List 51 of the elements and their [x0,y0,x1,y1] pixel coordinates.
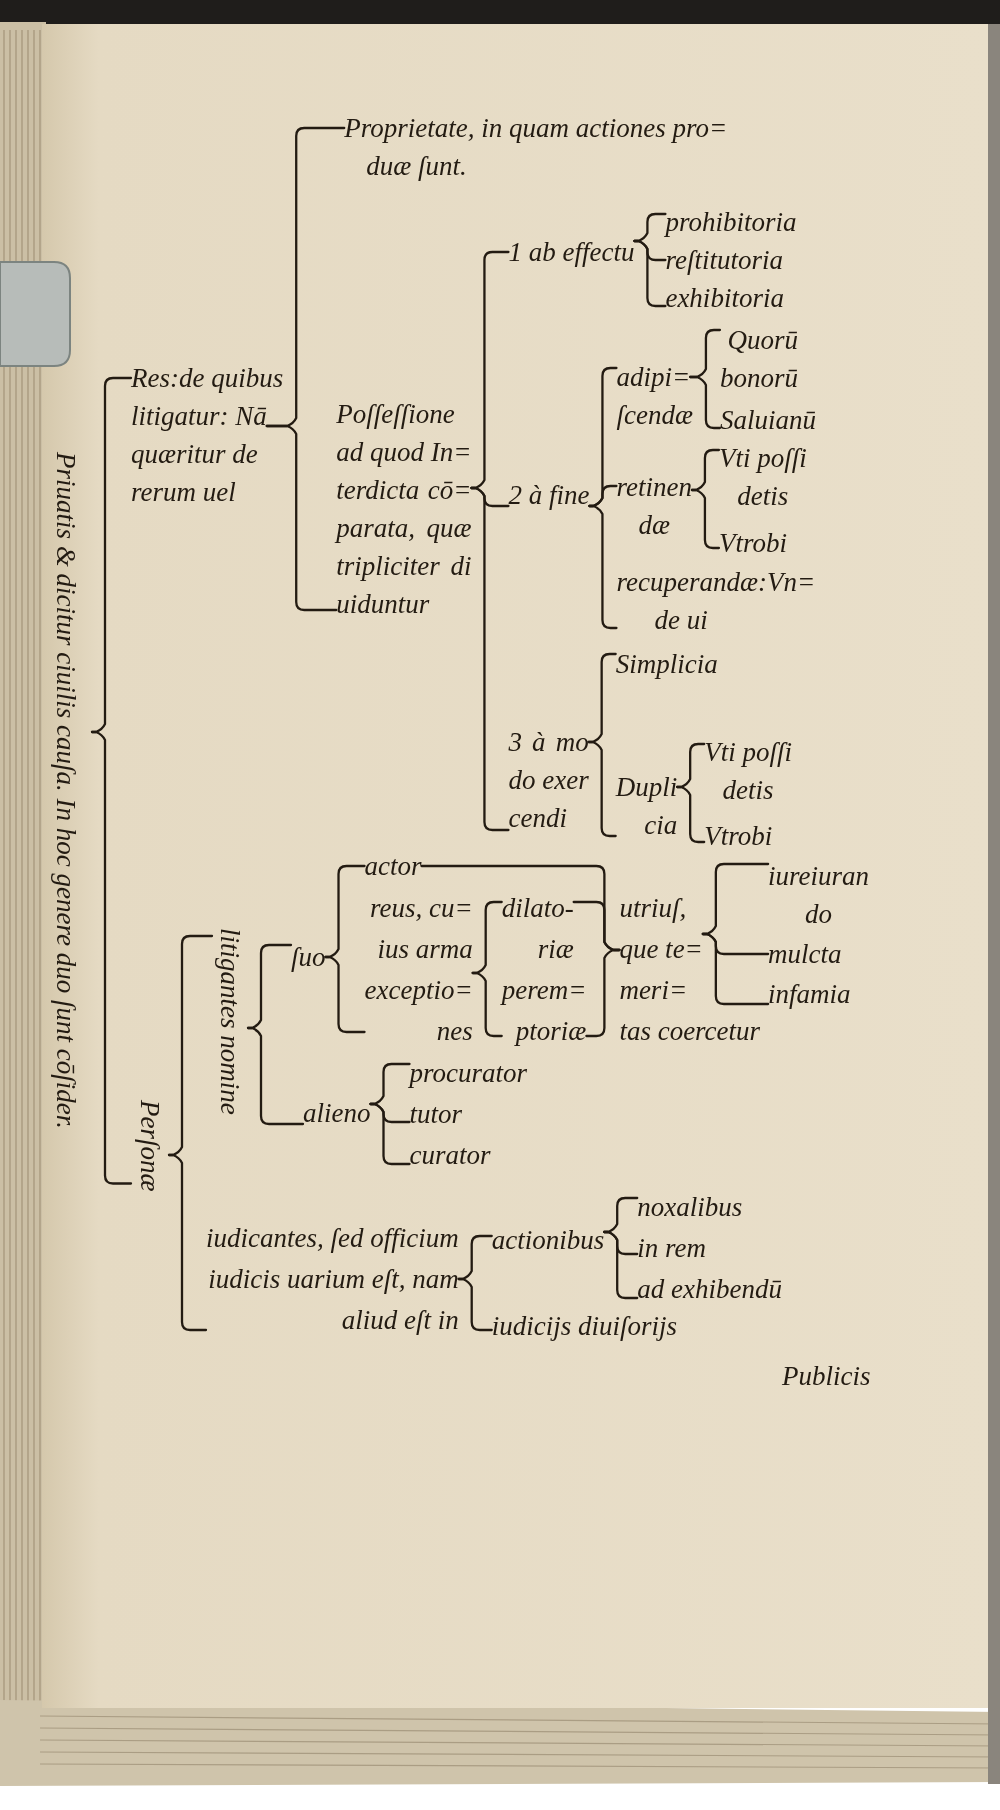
brace-connector [701,932,770,1006]
term-label: Vti poſſi detis [718,439,807,515]
term-label: Quorū bonorū [719,321,798,397]
brace-connector [689,375,722,430]
vertical-label: Perſonæ [131,1100,169,1192]
brace-connector [265,424,338,612]
term-label: ſuo [291,938,326,976]
term-label: iudicijs diuiſorijs [491,1307,677,1345]
term-label: reſtitutoria [665,241,783,279]
term-label: iudicantes, ſed officium iudicis uarium eſt, nam aliud eſt in [206,1217,459,1341]
term-label: ad exhibendū [637,1270,782,1308]
term-label: 1 ab effectu [508,233,635,271]
term-label: Simplicia [615,645,718,683]
term-label: 3 à mo do exer cendi [508,723,589,837]
term-label: actor [364,847,422,885]
term-label: adipi= ſcendæ [616,358,693,434]
term-label: Vtrobi [718,524,787,562]
brace-connector [676,785,706,844]
term-label: noxalibus [637,1188,743,1226]
term-label: Poſſeſſione ad quod In= terdicta cō= parata, quæ tripliciter di uiduntur [336,395,472,623]
term-label: Proprietate, in quam actiones pro= duæ ſunt. [344,109,728,185]
vertical-label: litigantes nomine [212,928,248,1115]
term-label: Saluianū [719,401,816,439]
term-label: exhibitoria [665,279,784,317]
brace-connector [246,1026,305,1126]
term-label: Vti poſſi detis [704,733,792,809]
brace-connector [369,1102,411,1166]
brace-connector [588,504,618,630]
brace-connector [587,740,617,838]
vertical-heading: Priuatis & dicitur ciuilis cauſa. In hoc genere duo ſunt cōſider. [40,452,92,1129]
term-label: Dupli cia [615,768,678,844]
term-label: Res:de quibus litigatur: Nā quæritur de rerum uel [131,359,284,511]
term-label: in rem [637,1229,706,1267]
term-label: procurator [409,1054,527,1092]
term-label: perem= ptoriæ [501,969,587,1052]
brace-connector [90,730,133,1185]
term-label: mulcta [768,935,842,973]
brace-connector [324,955,366,1034]
term-label: recuperandæ:Vn= de ui [616,563,816,639]
term-label: curator [409,1136,491,1174]
term-label: Vtrobi [704,817,773,855]
term-label: Publicis [782,1360,871,1393]
term-label: alieno [303,1094,371,1132]
term-label: utriuſ, que te= meri= tas coercetur [619,887,761,1052]
term-label: actionibus [491,1221,605,1259]
term-label: tutor [409,1095,462,1133]
brace-connector [470,486,510,832]
term-label: infamia [768,975,851,1013]
term-label: prohibitoria [665,203,797,241]
term-label: retinen dæ [616,468,692,544]
term-label: 2 à fine [508,476,590,514]
